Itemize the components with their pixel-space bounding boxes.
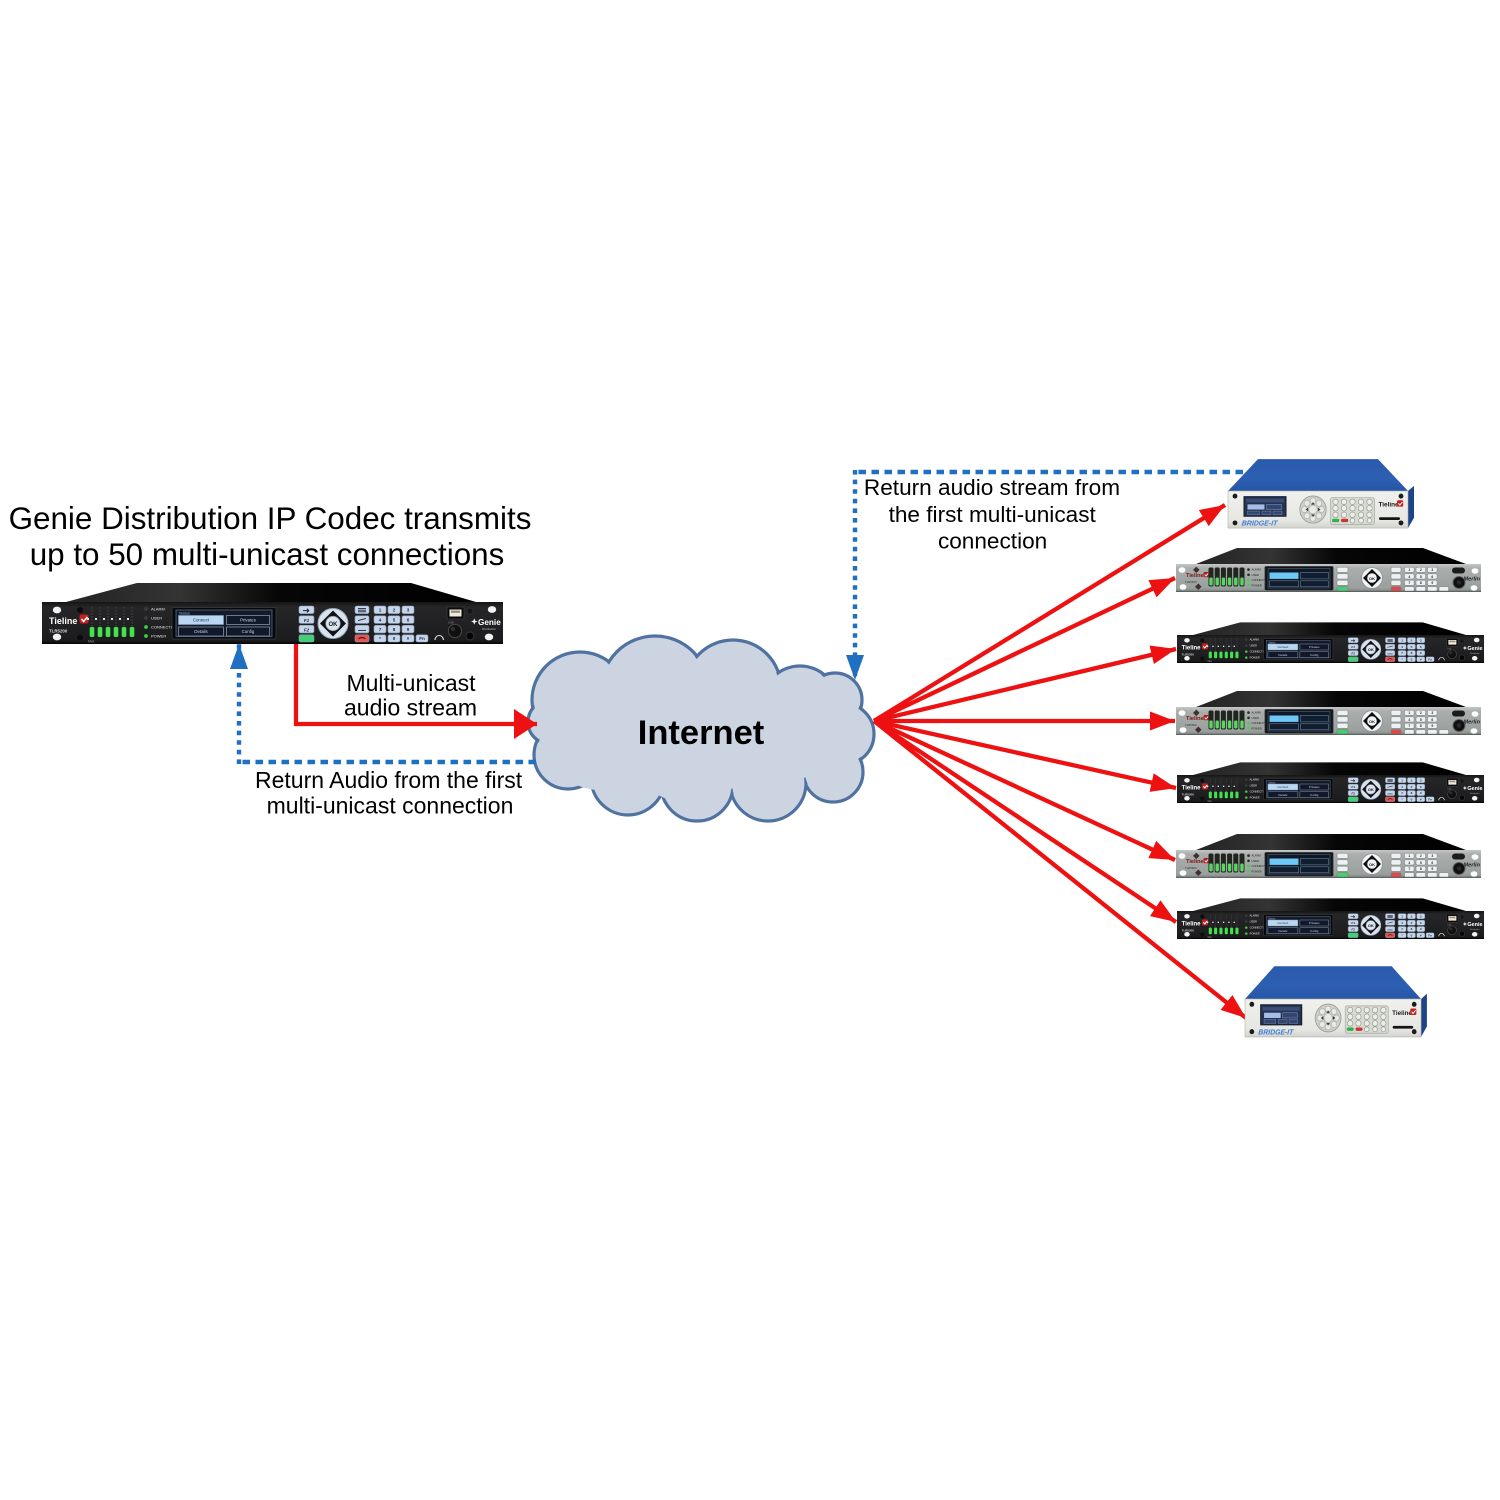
svg-text:audio stream: audio stream — [344, 694, 477, 720]
svg-text:Return Audio from the first: Return Audio from the first — [255, 767, 523, 793]
svg-text:the first multi-unicast: the first multi-unicast — [889, 502, 1097, 527]
svg-text:multi-unicast connection: multi-unicast connection — [267, 792, 514, 818]
svg-text:connection: connection — [938, 528, 1047, 553]
svg-text:Return audio stream from: Return audio stream from — [864, 475, 1120, 500]
svg-text:up to 50 multi-unicast connect: up to 50 multi-unicast connections — [30, 537, 505, 572]
svg-text:Genie Distribution IP Codec tr: Genie Distribution IP Codec transmits — [9, 501, 532, 536]
svg-text:Multi-unicast: Multi-unicast — [346, 670, 476, 696]
svg-text:Internet: Internet — [638, 714, 765, 752]
